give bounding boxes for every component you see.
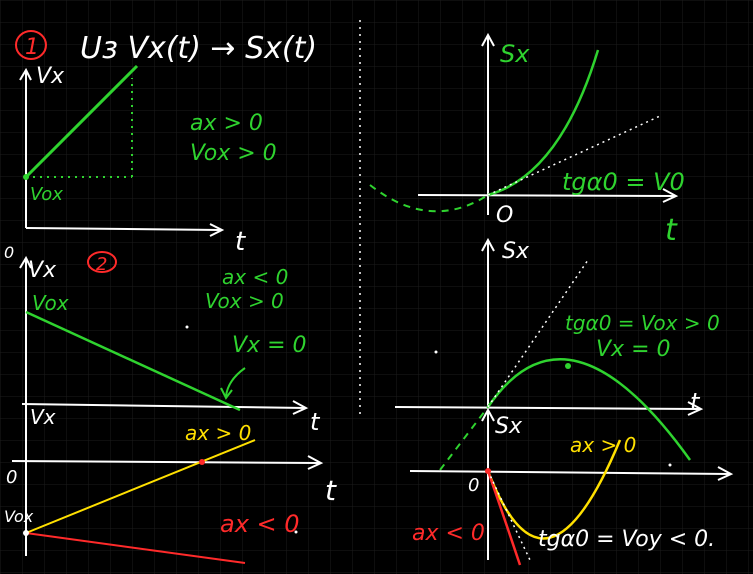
sx-parabola-red [486,470,522,566]
axis-label-sx-bottom: Sx [495,414,523,439]
graph-vx-top [19,64,225,237]
label-ax-negative-red-2: ax < 0 [412,521,485,546]
origin-label-bottom: 0 [468,475,479,496]
section-2-number: 2 [96,254,107,275]
sx-parabola-max [486,358,692,461]
axis-label-vx-bottom: Vx [30,405,56,429]
section-2-circle [87,251,117,273]
title-text: Uз Vx(t) → Sx(t) [80,31,317,66]
axis-label-t-mid: t [310,408,321,436]
label-ax-positive-yellow-2: ax > 0 [570,433,636,457]
label-vox-positive: Vox > 0 [190,141,277,166]
vx-line-yellow [25,439,256,534]
label-vx-zero: Vx = 0 [232,333,307,358]
zero-label-mid: 0 [4,243,14,262]
axis-label-vx-top: Vx [36,64,65,89]
label-ax-negative: ax < 0 [222,265,288,289]
graph-vx-bottom [11,405,324,564]
label-vox-bottom: Vox [4,507,34,526]
label-vox-mid: Vox [32,291,69,315]
zero-label-bottom: 0 [6,467,17,488]
label-tg-alpha0-negative: tgα0 = Voy < 0. [538,527,715,552]
graph-sx-bottom [409,407,734,566]
vx-line-red [25,532,246,564]
title-number: 1 [25,35,39,60]
label-ax-positive-yellow: ax > 0 [185,421,251,445]
title-number-circle [15,30,47,60]
axis-label-t-mid-right: t [690,388,701,416]
label-vox-positive-2: Vox > 0 [205,289,284,313]
origin-label-top: O [496,203,513,228]
graph-sx-top [369,32,679,215]
sx-parabola-yellow [486,439,622,540]
axis-label-t-top-right: t [665,213,678,248]
graph-sx-middle [394,237,704,471]
label-vx-zero-2: Vx = 0 [596,337,671,362]
label-ax-positive: ax > 0 [190,111,263,136]
axis-label-sx-mid: Sx [502,239,530,264]
axis-label-sx-top: Sx [500,40,530,68]
tangent-line-top [487,115,661,196]
vx-line-increasing [24,64,139,179]
vx-line-decreasing [25,310,241,412]
axis-label-t-top: t [235,227,246,257]
tangent-line-bottom [487,470,531,561]
axis-label-t-bottom: t [325,474,337,507]
label-vox-top: Vox [30,184,63,205]
graph-vx-middle [19,255,309,415]
label-tg-alpha0-positive: tgα0 = Vox > 0 [565,311,720,335]
sx-parabola-upper [487,49,600,197]
label-ax-negative-red: ax < 0 [220,510,300,538]
axis-label-vx-mid: Vx [28,258,57,283]
label-tg-alpha0: tgα0 = V0 [562,168,685,196]
